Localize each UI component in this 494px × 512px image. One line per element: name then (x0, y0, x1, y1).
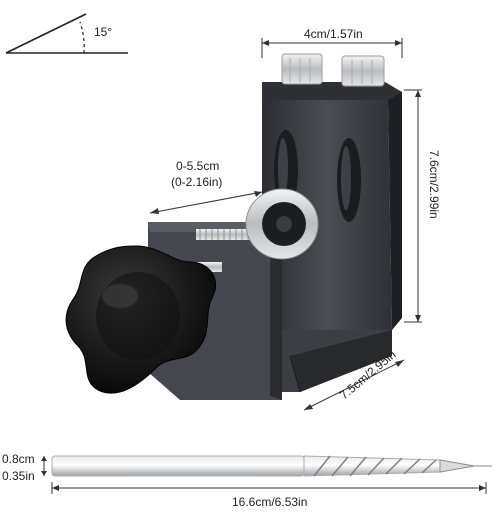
base-depth-dimension (303, 359, 405, 411)
drill-bit-icon (51, 455, 492, 477)
bit-diameter-dimension (41, 456, 47, 476)
height-dimension (404, 89, 422, 323)
clamp-range-in-label: (0-2.16in) (171, 175, 222, 189)
top-width-label: 4cm/1.57in (304, 27, 363, 41)
top-width-dimension (261, 38, 403, 58)
angle-label: 15° (94, 25, 112, 39)
bit-length-label: 16.6cm/6.53in (232, 495, 307, 509)
star-knob-icon (65, 245, 217, 394)
clamp-range-dimension (149, 191, 263, 214)
clamp-range-cm-label: 0-5.5cm (176, 159, 219, 173)
bit-diameter-cm-label: 0.8cm (2, 452, 35, 466)
height-label: 7.6cm/2.99in (427, 150, 441, 219)
angle-diagram-icon (5, 13, 128, 54)
bit-length-dimension (51, 482, 487, 494)
bit-diameter-in-label: 0.35in (2, 469, 35, 483)
